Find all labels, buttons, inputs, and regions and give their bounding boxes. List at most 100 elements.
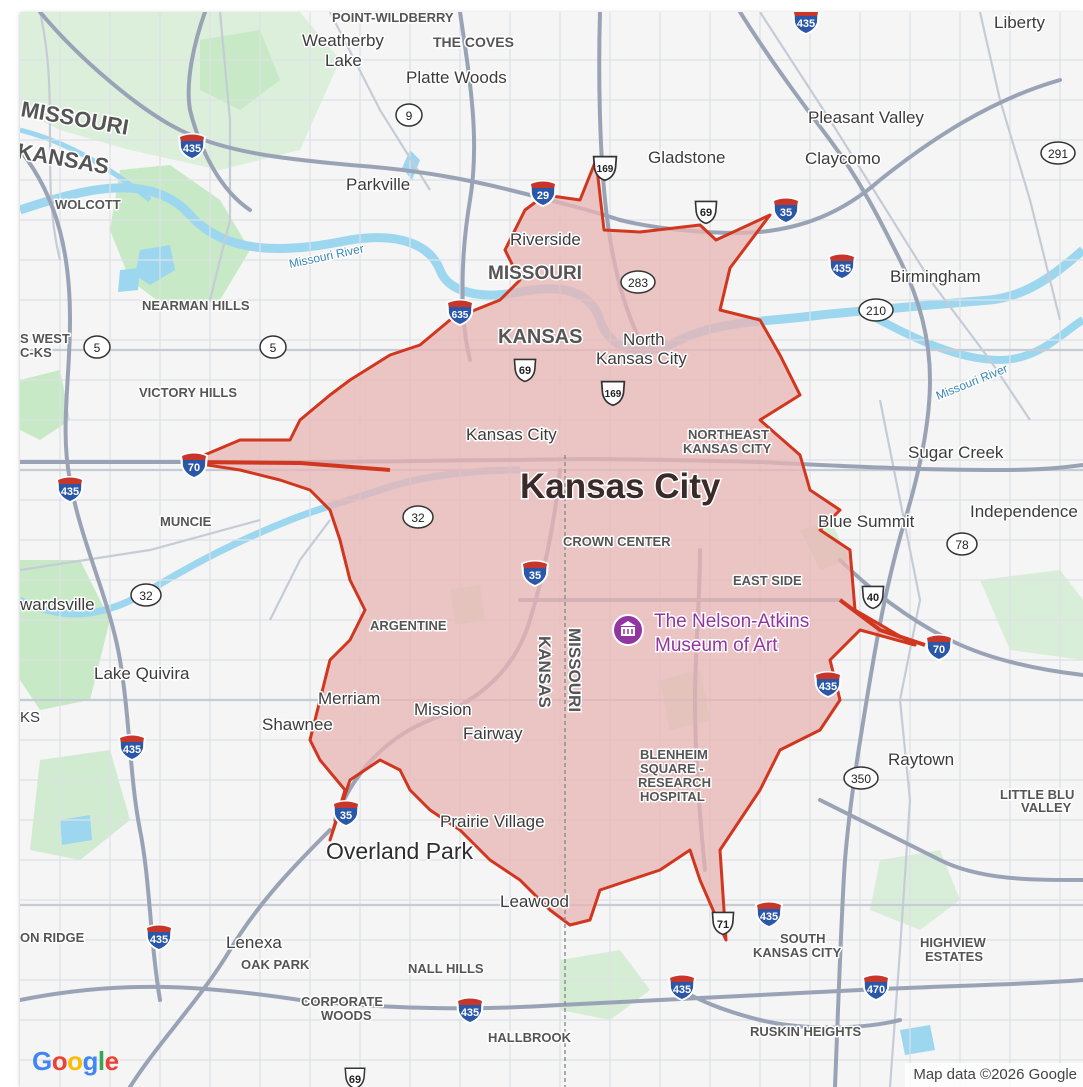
route-32: 32 xyxy=(402,505,434,529)
map-svg[interactable]: 435 435 435 435 435 435 435 435 435 435 … xyxy=(20,12,1083,1087)
poi-label-line2: Museum of Art xyxy=(655,635,778,656)
svg-text:435: 435 xyxy=(760,911,778,923)
svg-text:KANSAS CITY: KANSAS CITY xyxy=(753,945,841,960)
svg-text:Claycomo: Claycomo xyxy=(805,149,881,168)
svg-text:NALL HILLS: NALL HILLS xyxy=(408,961,484,976)
svg-text:CORPORATE: CORPORATE xyxy=(301,994,383,1009)
label-kansas-v: KANSAS xyxy=(535,636,554,708)
google-logo[interactable]: Google xyxy=(32,1046,119,1077)
svg-text:Overland Park: Overland Park xyxy=(326,838,474,864)
svg-text:Kansas City: Kansas City xyxy=(466,425,557,444)
svg-text:Birmingham: Birmingham xyxy=(890,267,981,286)
map-attribution[interactable]: Map data ©2026 Google xyxy=(905,1063,1083,1087)
shield-i635: 635 xyxy=(446,299,474,326)
svg-text:435: 435 xyxy=(797,18,815,30)
svg-text:ESTATES: ESTATES xyxy=(925,949,983,964)
svg-text:HOSPITAL: HOSPITAL xyxy=(640,789,705,804)
svg-text:169: 169 xyxy=(597,164,614,175)
boundary-spur-west xyxy=(187,460,391,472)
shield-i70-e: 70 xyxy=(925,634,953,661)
route-291: 291 xyxy=(1040,141,1076,165)
svg-text:Lake: Lake xyxy=(325,51,362,70)
city-label: Kansas City xyxy=(520,467,721,506)
svg-text:435: 435 xyxy=(461,1007,479,1019)
svg-text:ON RIDGE: ON RIDGE xyxy=(20,930,85,945)
svg-text:Parkville: Parkville xyxy=(346,175,410,194)
svg-text:435: 435 xyxy=(833,263,851,275)
svg-text:283: 283 xyxy=(628,276,648,290)
city-boundary-highlight[interactable] xyxy=(186,158,917,942)
shield-i70-w: 70 xyxy=(180,452,208,479)
svg-text:Raytown: Raytown xyxy=(888,750,954,769)
svg-text:69: 69 xyxy=(519,365,531,377)
poi-nelson-atkins[interactable]: The Nelson-Atkins Museum of Art xyxy=(612,610,811,658)
svg-text:5: 5 xyxy=(94,341,101,355)
shield-i435-w: 435 xyxy=(56,476,84,503)
shield-us71: 71 xyxy=(711,911,735,936)
svg-text:NEARMAN HILLS: NEARMAN HILLS xyxy=(142,298,250,313)
logo-letter: l xyxy=(97,1046,105,1076)
svg-text:HIGHVIEW: HIGHVIEW xyxy=(920,935,986,950)
svg-text:435: 435 xyxy=(123,744,141,756)
svg-text:435: 435 xyxy=(150,934,168,946)
svg-text:VALLEY: VALLEY xyxy=(1021,800,1072,815)
svg-text:35: 35 xyxy=(780,207,792,219)
shield-i35-n: 35 xyxy=(772,197,800,224)
svg-text:KANSAS CITY: KANSAS CITY xyxy=(683,441,771,456)
svg-text:35: 35 xyxy=(529,570,541,582)
svg-text:SQUARE -: SQUARE - xyxy=(640,761,704,776)
svg-text:435: 435 xyxy=(183,143,201,155)
svg-text:Blue Summit: Blue Summit xyxy=(818,512,915,531)
map-canvas[interactable]: 435 435 435 435 435 435 435 435 435 435 … xyxy=(20,12,1083,1087)
shield-i435-s2: 435 xyxy=(755,901,783,928)
us-shields[interactable]: 169 169 69 69 71 40 69 xyxy=(344,155,885,1087)
boundary-spur-east xyxy=(838,598,926,647)
svg-text:KS: KS xyxy=(20,709,40,726)
svg-text:EAST SIDE: EAST SIDE xyxy=(733,573,802,588)
svg-text:Leawood: Leawood xyxy=(500,892,569,911)
svg-text:HALLBROOK: HALLBROOK xyxy=(488,1030,572,1045)
svg-text:210: 210 xyxy=(866,304,886,318)
svg-text:MUNCIE: MUNCIE xyxy=(160,514,212,529)
svg-text:BLENHEIM: BLENHEIM xyxy=(640,747,708,762)
svg-text:POINT-WILDBERRY: POINT-WILDBERRY xyxy=(332,12,454,25)
logo-letter: g xyxy=(82,1046,99,1076)
shield-i435-sw: 435 xyxy=(118,734,146,761)
state-route-shields[interactable]: 9 291 283 210 5 5 32 32 78 350 xyxy=(83,103,1076,790)
svg-text:RESEARCH: RESEARCH xyxy=(638,775,711,790)
svg-text:Lake Quivira: Lake Quivira xyxy=(94,664,190,683)
shield-i435-e: 435 xyxy=(814,671,842,698)
svg-text:Lenexa: Lenexa xyxy=(226,933,282,952)
route-5-b: 5 xyxy=(259,335,287,359)
svg-text:9: 9 xyxy=(406,109,413,123)
svg-text:WOODS: WOODS xyxy=(321,1008,372,1023)
route-283: 283 xyxy=(620,270,656,294)
logo-letter: G xyxy=(32,1046,52,1076)
svg-text:435: 435 xyxy=(61,486,79,498)
svg-text:Weatherby: Weatherby xyxy=(302,31,384,50)
svg-text:North: North xyxy=(623,330,665,349)
svg-text:78: 78 xyxy=(955,538,969,552)
interstate-shields[interactable]: 435 435 435 435 435 435 435 435 435 435 … xyxy=(56,12,953,1024)
route-78: 78 xyxy=(946,532,978,556)
svg-text:OAK PARK: OAK PARK xyxy=(241,957,310,972)
logo-letter: o xyxy=(51,1046,68,1076)
svg-text:Shawnee: Shawnee xyxy=(262,715,333,734)
shield-i435-ne: 435 xyxy=(828,253,856,280)
svg-text:69: 69 xyxy=(700,207,712,219)
svg-text:Merriam: Merriam xyxy=(318,689,380,708)
route-210: 210 xyxy=(858,298,894,322)
svg-text:LITTLE BLU: LITTLE BLU xyxy=(1000,787,1074,802)
svg-text:RUSKIN HEIGHTS: RUSKIN HEIGHTS xyxy=(750,1024,862,1039)
svg-text:NORTHEAST: NORTHEAST xyxy=(688,427,769,442)
shield-i35-c: 35 xyxy=(521,560,549,587)
svg-text:S WEST: S WEST xyxy=(20,331,70,346)
route-32-w: 32 xyxy=(130,583,162,607)
shield-i435-top: 435 xyxy=(792,12,820,35)
svg-text:Fairway: Fairway xyxy=(463,724,523,743)
svg-text:40: 40 xyxy=(867,592,879,604)
svg-text:WOLCOTT: WOLCOTT xyxy=(55,197,121,212)
missouri-river-east xyxy=(858,306,1083,365)
route-9: 9 xyxy=(395,103,423,127)
